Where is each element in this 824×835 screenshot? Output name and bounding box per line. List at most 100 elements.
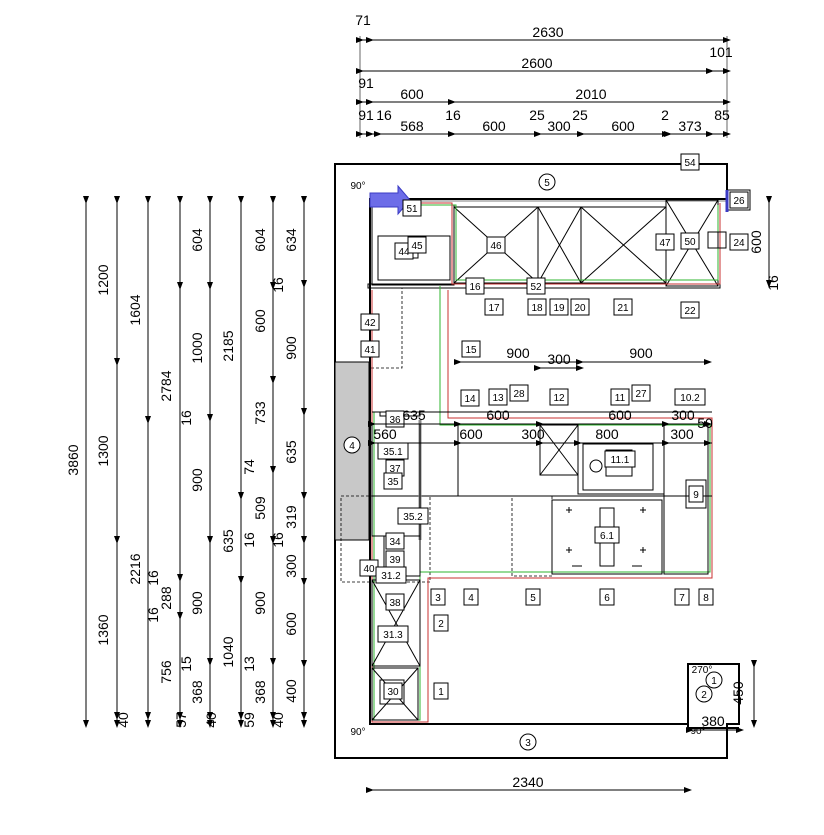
- element-label-box: 4: [463, 588, 479, 606]
- vertical-dimension-label: 288: [158, 586, 174, 610]
- element-label-text: 1: [438, 687, 444, 698]
- vertical-dimension-label: 900: [189, 591, 205, 615]
- dimension-tick: [577, 131, 585, 137]
- element-label-box: 26: [729, 191, 749, 209]
- dimension-tick: [238, 576, 244, 584]
- element-label-box: 15: [461, 340, 481, 358]
- element-label-text: 31.3: [383, 630, 403, 641]
- element-label-text: 5: [530, 593, 536, 604]
- element-label-box: 31.2: [375, 566, 407, 584]
- horizontal-dimension-label: 2630: [532, 24, 563, 40]
- dimension-tick: [270, 658, 276, 666]
- dimension-tick: [356, 99, 364, 105]
- element-label-text: 8: [703, 593, 709, 604]
- element-label-box: 36: [385, 410, 405, 428]
- element-label-text: 14: [464, 394, 476, 405]
- dimension-tick: [536, 421, 544, 427]
- vertical-dimension-label: 600: [748, 230, 764, 254]
- dimension-tick: [576, 359, 584, 365]
- element-label-text: 47: [659, 238, 671, 249]
- vertical-dimension-label: 900: [283, 336, 299, 360]
- element-label-box: 9: [688, 485, 704, 503]
- vertical-dimension-label: 900: [189, 468, 205, 492]
- element-label-text: 36: [389, 415, 401, 426]
- worktop-outlines: [371, 202, 721, 723]
- vertical-dimension-label: 16: [145, 607, 161, 623]
- horizontal-dimension-label: 71: [355, 12, 371, 28]
- vertical-dimension-label: 13: [241, 656, 257, 672]
- dimension-tick: [270, 196, 276, 204]
- dimension-tick: [368, 421, 376, 427]
- element-label-text: 4: [468, 593, 474, 604]
- horizontal-dimension-label: 300: [670, 426, 694, 442]
- vertical-dimension-label: 300: [283, 554, 299, 578]
- dimension-tick: [454, 440, 462, 446]
- horizontal-dimension-label: 85: [714, 107, 730, 123]
- angle-annotations: 90°90°270°90°: [350, 181, 712, 738]
- horizontal-dimension-label: 900: [506, 345, 530, 361]
- element-label-text: 11.1: [611, 455, 630, 466]
- vertical-dimension-label: 368: [189, 680, 205, 704]
- dimension-tick: [662, 440, 670, 446]
- dimension-tick: [454, 359, 462, 365]
- vertical-dimension-label: 16: [765, 275, 781, 291]
- element-label-box: 30: [383, 682, 403, 700]
- dimension-tick: [114, 712, 120, 720]
- dimension-tick: [366, 99, 374, 105]
- vertical-dimension-label: 635: [220, 529, 236, 553]
- element-label-text: 24: [733, 238, 745, 249]
- element-label-box: 20: [570, 298, 590, 316]
- element-label-box: 11.1: [604, 450, 636, 468]
- vertical-dimension-label: 3860: [65, 444, 81, 475]
- dimension-ticks: [83, 37, 772, 793]
- dimension-tick: [114, 196, 120, 204]
- dimension-tick: [301, 712, 307, 720]
- element-label-text: 18: [531, 303, 543, 314]
- horizontal-dimension-label: 600: [482, 118, 506, 134]
- vertical-dimension-label: 40: [270, 712, 286, 728]
- dimension-tick: [238, 712, 244, 720]
- element-label-box: 8: [698, 588, 714, 606]
- dimension-tick: [301, 196, 307, 204]
- dimension-tick: [534, 131, 542, 137]
- element-label-text: 26: [733, 196, 745, 207]
- dimension-tick: [448, 131, 456, 137]
- wall-marker-text: 4: [349, 441, 355, 452]
- dimension-tick: [664, 131, 672, 137]
- element-label-text: 9: [693, 490, 699, 501]
- element-label-text: 22: [684, 306, 696, 317]
- dimension-tick: [270, 282, 276, 290]
- vertical-dimension-label: 74: [241, 459, 257, 475]
- vertical-dimension-label: 1000: [189, 332, 205, 363]
- dimension-tick: [534, 365, 542, 371]
- dimension-tick: [454, 421, 462, 427]
- horizontal-dimension-label: 635: [402, 407, 426, 423]
- element-label-text: 37: [389, 464, 401, 475]
- horizontal-dimension-label: 900: [629, 345, 653, 361]
- dimension-tick: [301, 408, 307, 416]
- vertical-dimension-label: 319: [283, 505, 299, 529]
- element-label-box: 21: [613, 298, 633, 316]
- element-label-box: 52: [526, 277, 546, 295]
- element-label-box: 34: [385, 532, 405, 550]
- wall-marker-circle: 2: [695, 685, 713, 703]
- element-label-box: 41: [360, 340, 380, 358]
- dimension-tick: [83, 720, 89, 728]
- element-label-box: 27: [631, 384, 651, 402]
- element-label-box: 1: [433, 682, 449, 700]
- element-label-box: 54: [680, 153, 700, 171]
- element-label-text: 39: [389, 555, 401, 566]
- element-label-box: 35: [383, 472, 403, 490]
- dimension-tick: [356, 37, 364, 43]
- dimension-tick: [356, 68, 364, 74]
- element-label-text: 20: [574, 303, 586, 314]
- vertical-dimension-label: 16: [270, 532, 286, 548]
- element-label-box: 5: [525, 588, 541, 606]
- vertical-dimension-label: 368: [252, 680, 268, 704]
- dimension-tick: [145, 416, 151, 424]
- element-label-box: 19: [549, 298, 569, 316]
- element-label-box: 47: [655, 233, 675, 251]
- horizontal-dimension-label: 373: [678, 118, 702, 134]
